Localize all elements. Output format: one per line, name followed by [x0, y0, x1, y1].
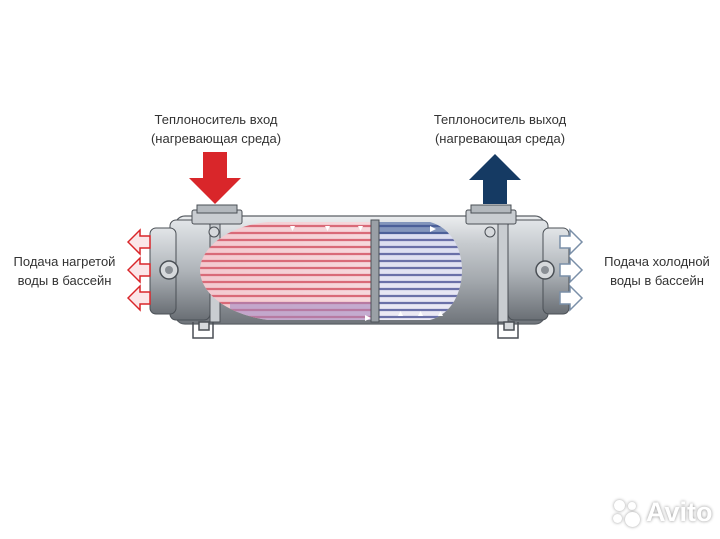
heated-water-arrows-icon — [126, 228, 151, 312]
coolant-out-arrow-icon — [469, 154, 521, 204]
baffle-plate — [370, 219, 380, 323]
coolant-in-subtitle: (нагревающая среда) — [150, 131, 282, 146]
left-support-foot — [192, 321, 214, 339]
internal-flow-arrows — [290, 226, 443, 321]
cool-tube-section — [378, 222, 462, 320]
cold-water-line-1: Подача холодной — [604, 254, 710, 269]
heated-water-label: Подача нагретой воды в бассейн — [2, 252, 127, 290]
heated-water-line-2: воды в бассейн — [17, 273, 112, 288]
coolant-in-label: Теплоноситель вход (нагревающая среда) — [136, 110, 296, 148]
cold-water-label: Подача холодной воды в бассейн — [596, 252, 718, 290]
avito-logo-icon — [612, 498, 642, 528]
cold-water-arrows-icon — [559, 228, 584, 312]
avito-watermark: Avito — [612, 497, 713, 528]
heated-water-line-1: Подача нагретой — [13, 254, 116, 269]
coolant-out-subtitle: (нагревающая среда) — [434, 131, 566, 146]
coolant-in-arrow-icon — [189, 152, 241, 204]
coolant-out-label: Теплоноситель выход (нагревающая среда) — [420, 110, 580, 148]
cold-water-line-2: воды в бассейн — [610, 273, 704, 288]
right-support-foot — [497, 321, 519, 339]
coolant-in-title: Теплоноситель вход — [154, 112, 278, 127]
mixed-flow-band — [230, 302, 372, 320]
avito-watermark-text: Avito — [646, 497, 713, 527]
coolant-out-title: Теплоноситель выход — [433, 112, 567, 127]
